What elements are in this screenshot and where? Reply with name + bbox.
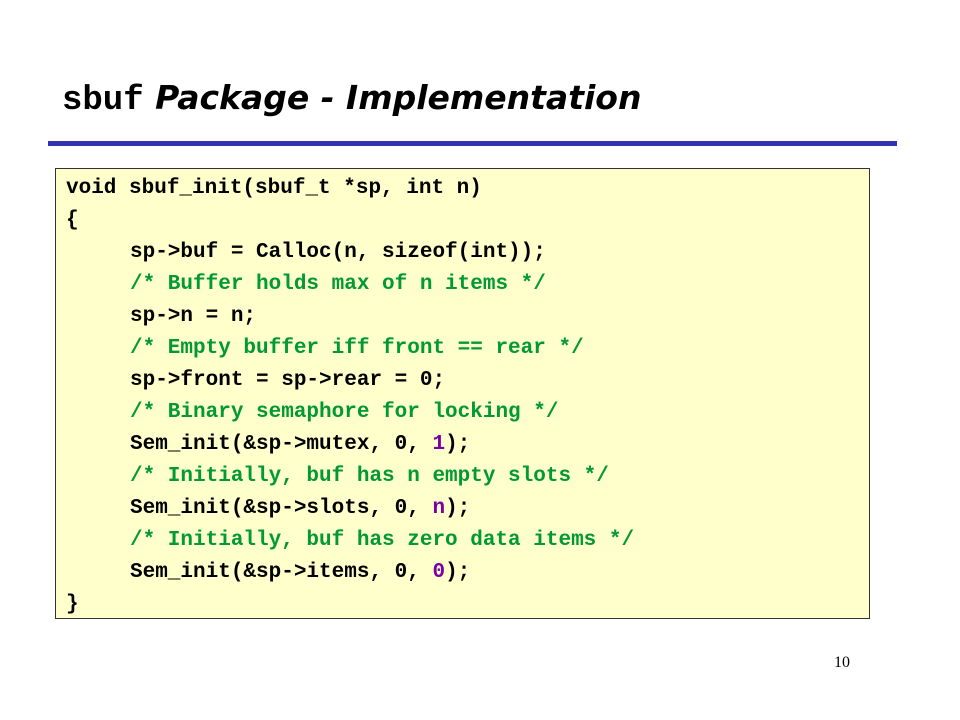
title-text-part: Package - Implementation — [143, 78, 642, 117]
title-underline-rule — [48, 141, 897, 146]
code-line-open-brace: { — [66, 209, 79, 232]
code-text: Sem_init(&sp->slots, 0, — [130, 497, 433, 520]
title-code-part: sbuf — [62, 82, 144, 120]
code-comment-binary-semaphore: /* Binary semaphore for locking */ — [130, 401, 559, 424]
code-text: Sem_init(&sp->mutex, 0, — [130, 433, 433, 456]
code-comment-buffer-max: /* Buffer holds max of n items */ — [130, 273, 546, 296]
code-text: ); — [445, 433, 471, 456]
code-line-calloc: sp->buf = Calloc(n, sizeof(int)); — [130, 241, 546, 264]
code-line-set-n: sp->n = n; — [130, 305, 257, 328]
code-listing-box: void sbuf_init(sbuf_t *sp, int n) { sp->… — [55, 168, 870, 619]
code-comment-zero-items: /* Initially, buf has zero data items */ — [130, 529, 635, 552]
slide-title: sbuf Package - Implementation — [62, 74, 641, 125]
code-literal: n — [432, 497, 446, 520]
code-literal: 1 — [432, 433, 446, 456]
code-text: ); — [445, 497, 471, 520]
code-text: ); — [445, 561, 471, 584]
code-line-sem-init-slots: Sem_init(&sp->slots, 0, n); — [66, 493, 869, 525]
code-text: Sem_init(&sp->items, 0, — [130, 561, 433, 584]
code-line-signature: void sbuf_init(sbuf_t *sp, int n) — [66, 177, 482, 200]
code-comment-empty-slots: /* Initially, buf has n empty slots */ — [130, 465, 609, 488]
page-number: 10 — [834, 654, 850, 671]
code-line-front-rear: sp->front = sp->rear = 0; — [130, 369, 446, 392]
code-line-sem-init-items: Sem_init(&sp->items, 0, 0); — [66, 557, 869, 589]
code-line-close-brace: } — [66, 593, 79, 616]
code-line-sem-init-mutex: Sem_init(&sp->mutex, 0, 1); — [66, 429, 869, 461]
code-literal: 0 — [432, 561, 446, 584]
code-comment-empty-buffer: /* Empty buffer iff front == rear */ — [130, 337, 584, 360]
